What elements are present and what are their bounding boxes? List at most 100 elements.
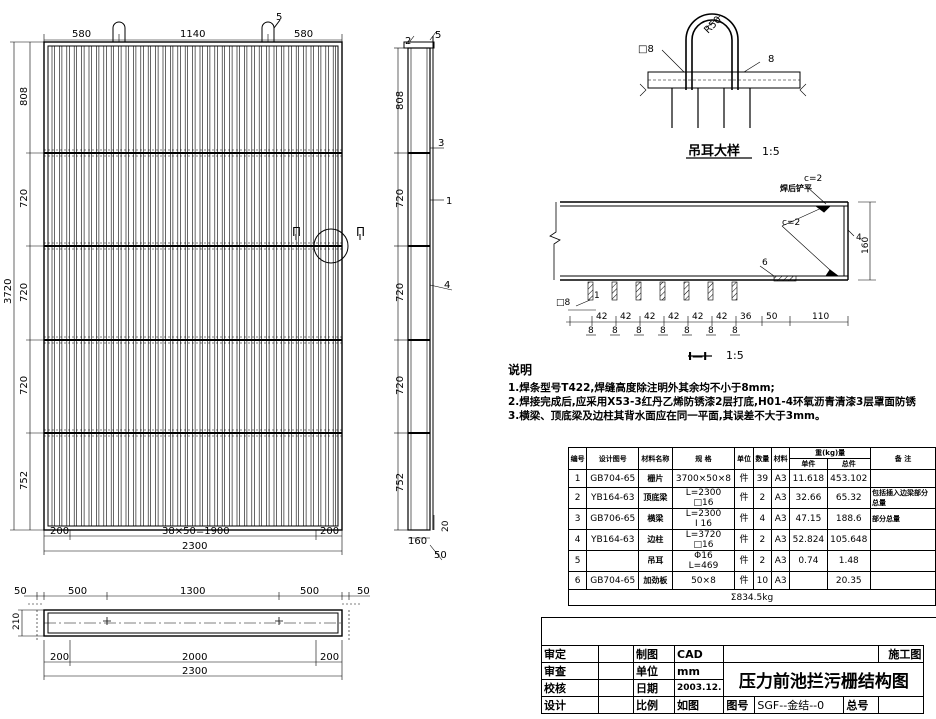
plan-dim-bot-2: 2000 — [182, 652, 207, 663]
material-cell: 1.48 — [826, 550, 872, 572]
material-cell: 20.35 — [826, 571, 872, 590]
material-cell — [586, 550, 640, 572]
section-bar — [611, 281, 618, 301]
material-cell: L=3720 □16 — [671, 529, 736, 551]
section-bar — [707, 281, 714, 301]
side-dim-2: 720 — [395, 189, 406, 208]
tb-r0-c0: 审定 — [541, 645, 599, 663]
section-dim-value: 42 — [668, 312, 679, 322]
front-dim-bot-2: 38×50=1900 — [162, 526, 230, 537]
note-2: 2.焊接完成后,应采用X53-3红丹乙烯防锈漆2层打底,H01-4环氧沥青清漆3… — [508, 396, 916, 408]
material-cell: GB706-65 — [586, 508, 640, 530]
mat-total: Σ834.5kg — [568, 589, 936, 606]
plan-dim-bot-3: 200 — [320, 652, 339, 663]
mat-h-unit: 单位 — [734, 447, 754, 470]
material-cell: A3 — [770, 508, 791, 530]
tb-r3-c3: 如图 — [673, 696, 725, 714]
plan-dim-left: 210 — [12, 613, 22, 630]
material-cell: GB704-65 — [586, 571, 640, 590]
sec-dim-160: 160 — [861, 237, 871, 254]
tb-total-no — [878, 696, 925, 714]
title-block-top — [541, 617, 936, 646]
plan-dim-top-4: 500 — [300, 586, 319, 597]
material-cell: YB164-63 — [586, 487, 640, 509]
lug-bar-left: □8 — [638, 44, 654, 55]
material-cell: 包括插入边梁部分总量 — [870, 487, 936, 509]
lug-weld-right: 8 — [768, 54, 774, 65]
mat-h-qty: 数量 — [752, 447, 772, 470]
section-dim-value: 110 — [812, 312, 829, 322]
materials-table: 编号 设计图号 材料名称 规 格 单位 数量 材料 重(kg)量 备 注 单件 … — [567, 447, 936, 606]
mat-h-single: 单件 — [789, 458, 828, 470]
section-mark-right: Π — [356, 225, 365, 239]
material-cell: 1 — [567, 469, 588, 488]
material-cell: 吊耳 — [638, 550, 673, 572]
front-total-height: 3720 — [3, 279, 14, 304]
section-dim-value: 50 — [766, 312, 778, 322]
material-cell: 2 — [752, 487, 772, 509]
section-dim-value: 42 — [620, 312, 631, 322]
tb-r2-c0: 校核 — [541, 679, 599, 697]
material-cell — [870, 529, 936, 551]
plan-total: 2300 — [182, 666, 207, 677]
material-cell: A3 — [770, 529, 791, 551]
front-elevation — [10, 19, 361, 555]
mat-h-no: 编号 — [567, 447, 588, 470]
sec-weld-note: 焊后铲平 — [780, 183, 812, 193]
lug-title: 吊耳大样 — [688, 143, 740, 159]
tb-drawing-title: 压力前池拦污栅结构图 — [723, 662, 925, 697]
front-dim-bot-1: 200 — [50, 526, 69, 537]
lifting-lug-detail — [639, 13, 807, 159]
mat-h-mat: 材料 — [770, 447, 791, 470]
section-detail — [549, 185, 876, 357]
material-cell: 加劲板 — [638, 571, 673, 590]
material-cell — [870, 469, 936, 488]
material-cell: A3 — [770, 550, 791, 572]
material-cell — [870, 571, 936, 590]
side-bot-dim-160: 160 — [408, 536, 427, 547]
front-dim-left-1: 808 — [19, 87, 30, 106]
tb-r3-c0: 设计 — [541, 696, 599, 714]
plan-dim-top-5: 50 — [357, 586, 370, 597]
tb-r1-c0: 审查 — [541, 662, 599, 680]
material-cell: 部分总量 — [870, 508, 936, 530]
note-3: 3.横梁、顶底梁及边柱其背水面应在同一平面,其误差不大于3mm。 — [508, 410, 826, 422]
front-part-5: 5 — [276, 12, 282, 23]
notes-heading: 说明 — [508, 363, 533, 377]
title-block: 审定 制图 CAD 施工图 审查 单位 mm 压力前池拦污栅结构图 校核 日期 … — [541, 645, 925, 714]
tb-r2-c3: 2003.12. — [673, 679, 725, 697]
side-label-2: 2 — [405, 36, 411, 47]
material-cell: 10 — [752, 571, 772, 590]
front-dim-left-2: 720 — [19, 189, 30, 208]
tb-drawing-no-label: 图号 — [723, 696, 756, 714]
section-weld-value: 8 — [636, 326, 642, 336]
sec-label-4: 4 — [856, 233, 862, 243]
tb-drawing-no: SGF--金结--0 — [754, 696, 845, 714]
material-cell: 4 — [567, 529, 588, 551]
side-label-4: 4 — [444, 280, 450, 291]
material-cell: 3700×50×8 — [671, 469, 736, 488]
front-dim-top-1: 580 — [72, 29, 91, 40]
material-cell: 5 — [567, 550, 588, 572]
plan-view — [18, 592, 370, 680]
sec-label-1: 1 — [594, 291, 600, 301]
material-cell: 6 — [567, 571, 588, 590]
tb-r1-c3: mm — [673, 662, 725, 680]
material-cell: 3 — [567, 508, 588, 530]
side-dim-5: 752 — [395, 473, 406, 492]
material-cell: 2 — [567, 487, 588, 509]
section-bar — [587, 281, 594, 301]
material-cell: 4 — [752, 508, 772, 530]
front-dim-top-2: 1140 — [180, 29, 205, 40]
section-weld-value: 8 — [684, 326, 690, 336]
material-cell: 188.6 — [826, 508, 872, 530]
material-cell: 边柱 — [638, 529, 673, 551]
material-cell: 453.102 — [826, 469, 872, 488]
mat-h-design: 设计图号 — [586, 447, 640, 470]
sec-scale: 1:5 — [726, 349, 744, 362]
mat-h-total: 总件 — [826, 458, 872, 470]
side-dim-1: 808 — [395, 91, 406, 110]
tb-r0-c1 — [598, 645, 634, 663]
material-cell: 52.824 — [789, 529, 828, 551]
